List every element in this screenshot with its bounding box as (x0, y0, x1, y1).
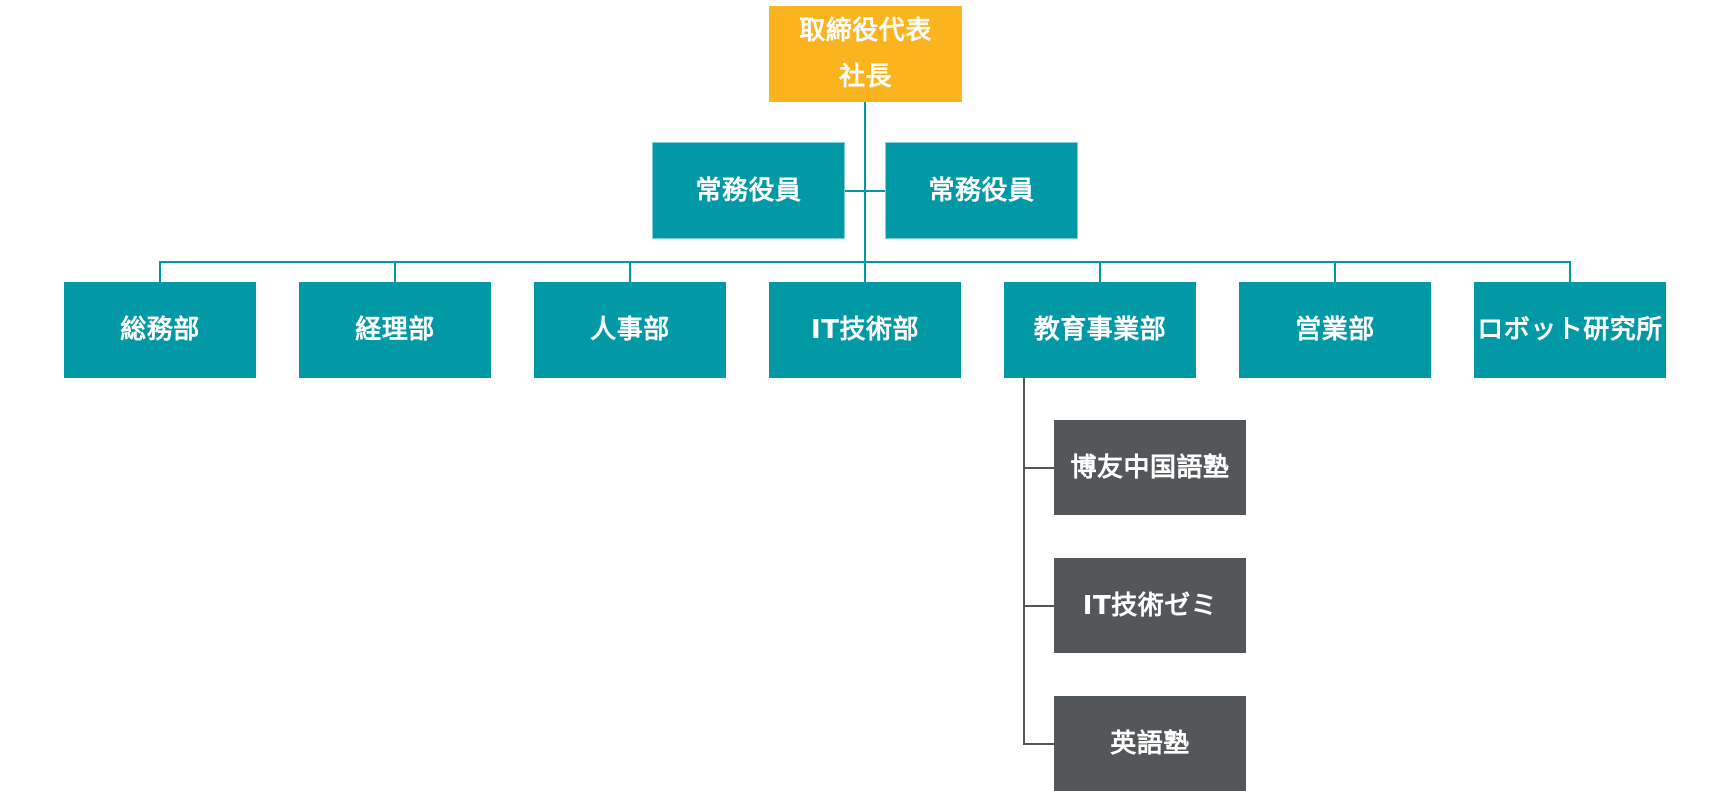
executive-label-2: 常務役員 (928, 175, 1035, 206)
executive-box-2: 常務役員 (885, 142, 1078, 239)
department-box-robot-lab: ロボット研究所 (1474, 282, 1666, 378)
sub-unit-box-chinese-school: 博友中国語塾 (1054, 420, 1246, 515)
department-label: ロボット研究所 (1477, 315, 1663, 345)
sub-unit-box-english-school: 英語塾 (1054, 696, 1246, 791)
department-label: 営業部 (1295, 315, 1375, 345)
department-label: 総務部 (120, 315, 200, 345)
department-box-education: 教育事業部 (1004, 282, 1196, 378)
ceo-title-line1: 取締役代表 (799, 16, 932, 46)
sub-unit-label: 英語塾 (1110, 728, 1190, 759)
department-label: 教育事業部 (1033, 315, 1167, 345)
executive-label-1: 常務役員 (695, 175, 802, 206)
department-box-it: IT技術部 (769, 282, 961, 378)
sub-unit-label: IT技術ゼミ (1082, 590, 1218, 621)
sub-unit-label: 博友中国語塾 (1070, 452, 1230, 483)
ceo-title-line2: 社長 (838, 62, 892, 92)
executive-box-1: 常務役員 (652, 142, 845, 239)
sub-unit-box-it-seminar: IT技術ゼミ (1054, 558, 1246, 653)
department-box-hr: 人事部 (534, 282, 726, 378)
department-label: 人事部 (590, 315, 670, 345)
ceo-box: 取締役代表 社長 (769, 6, 962, 102)
department-box-sales: 営業部 (1239, 282, 1431, 378)
department-box-general-affairs: 総務部 (64, 282, 256, 378)
department-label: 経理部 (355, 315, 435, 345)
department-box-accounting: 経理部 (299, 282, 491, 378)
department-label: IT技術部 (811, 315, 919, 345)
